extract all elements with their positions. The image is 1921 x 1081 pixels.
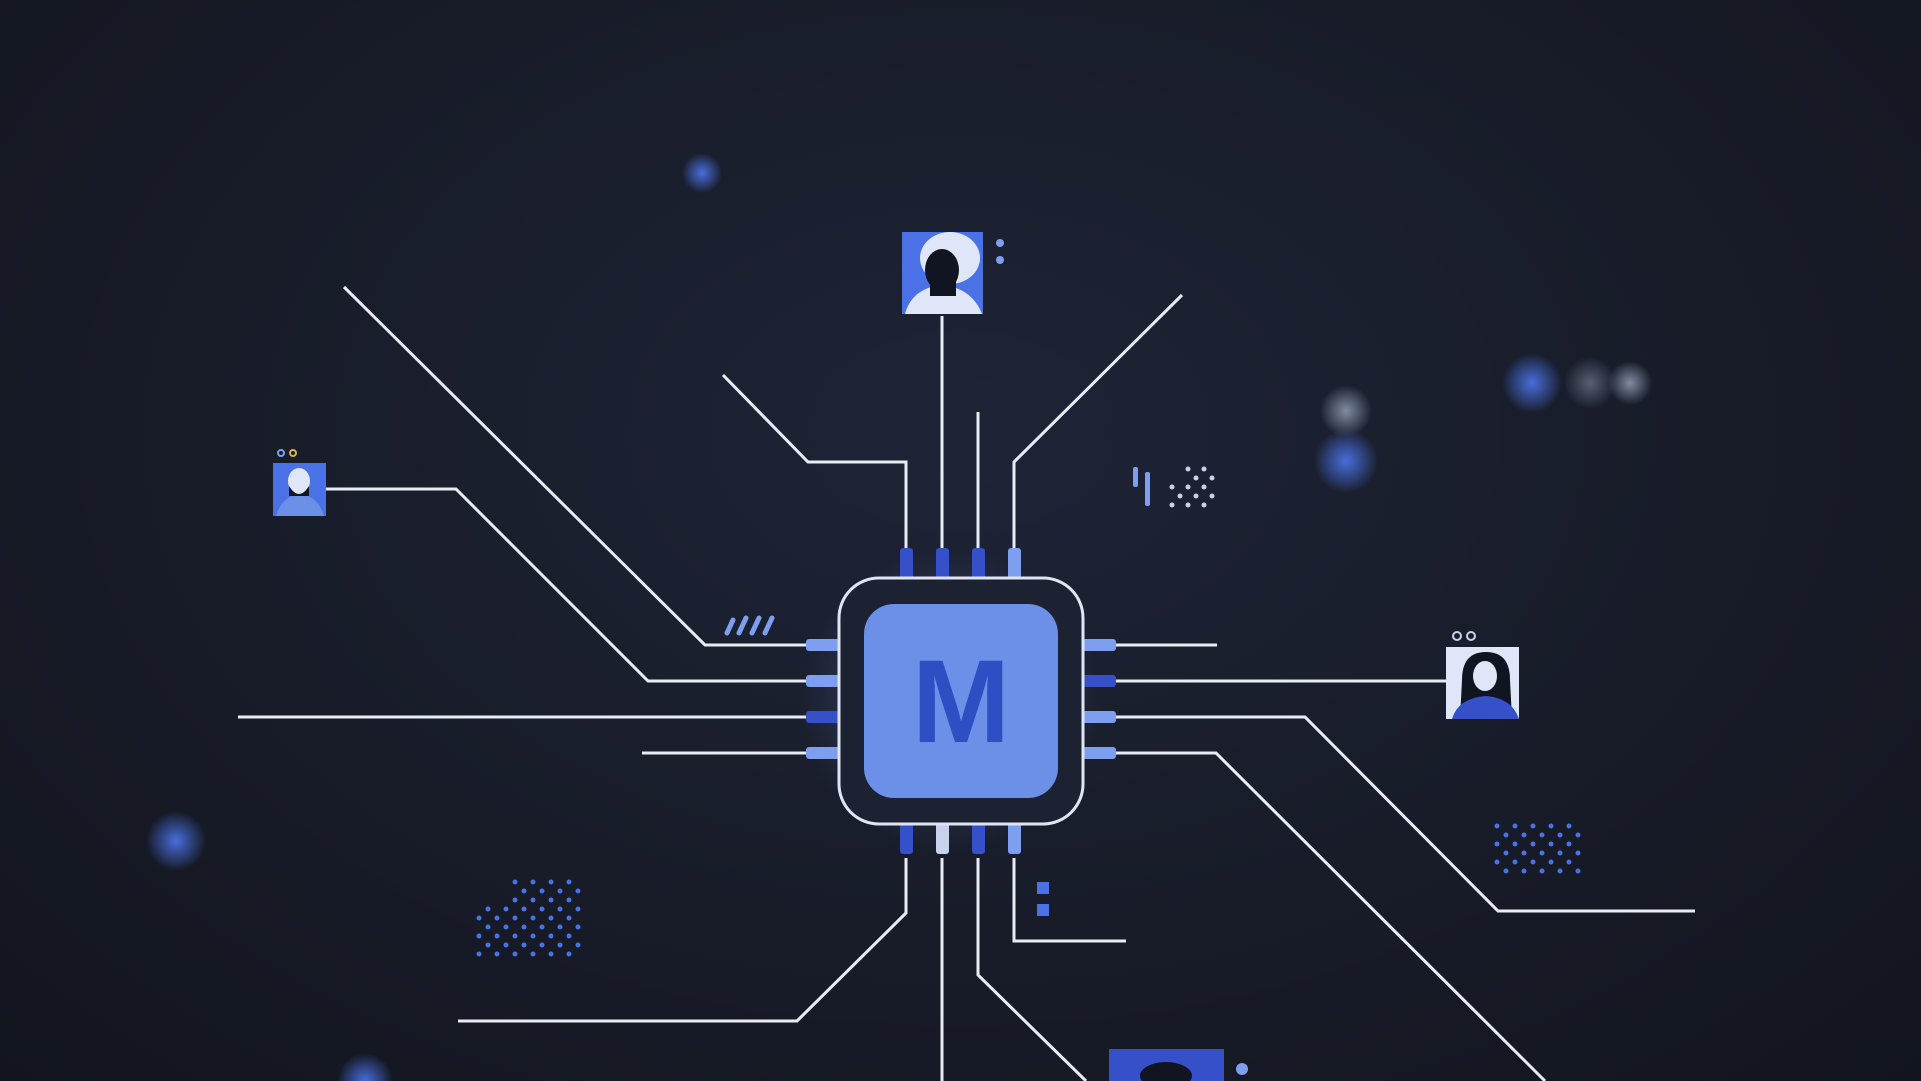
- dot-grids: [476, 466, 1581, 957]
- avatar-bottom: [1109, 1049, 1248, 1081]
- slash-marks: [724, 615, 775, 636]
- circuit-traces: [238, 285, 1695, 1081]
- chip-pins-bottom: [900, 822, 1021, 854]
- chip-pins-left: [806, 639, 840, 759]
- avatar-right: [1446, 631, 1519, 719]
- processor-chip: M: [800, 548, 1116, 854]
- bokeh-dots: [146, 153, 1652, 1081]
- bar-marks: [1133, 467, 1150, 506]
- chip-core: [864, 604, 1058, 798]
- avatar-top: [902, 232, 1004, 314]
- small-squares: [1037, 882, 1049, 916]
- chip-pins-right: [1082, 639, 1116, 759]
- chip-letter: M: [912, 636, 1010, 768]
- avatar-left: [273, 449, 326, 516]
- chip-pins-top: [900, 548, 1021, 580]
